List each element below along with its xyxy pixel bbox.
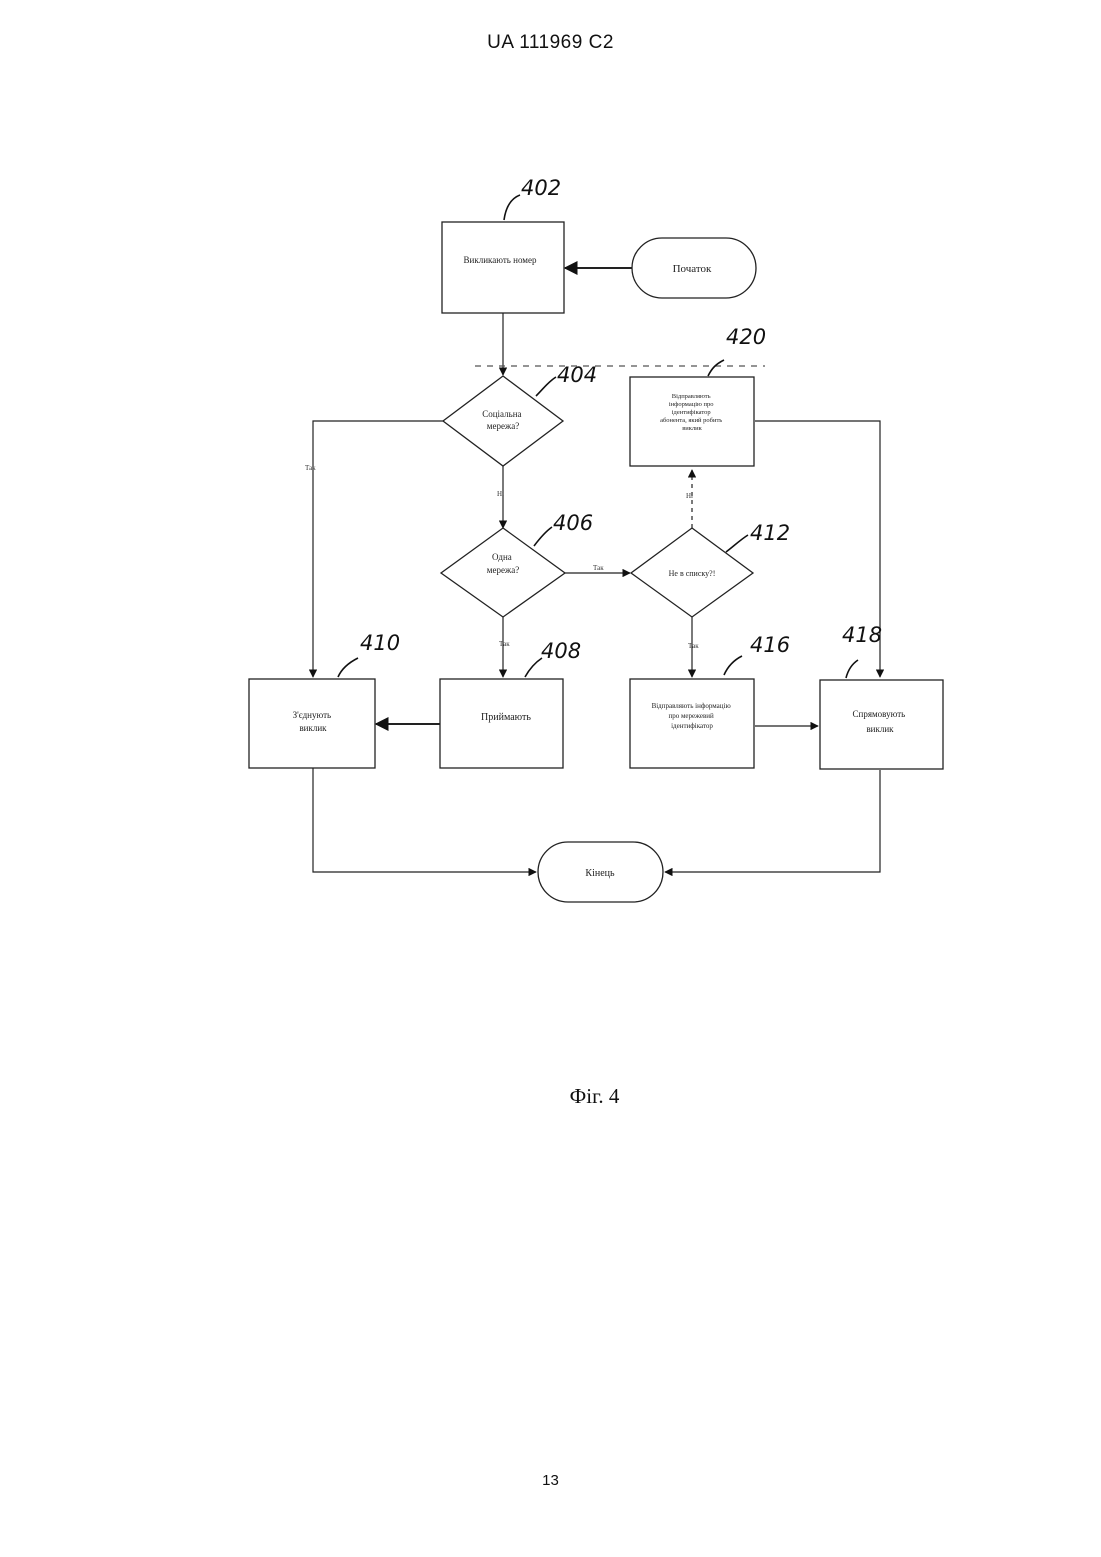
leader-406 bbox=[534, 527, 552, 546]
page-number: 13 bbox=[0, 1472, 1101, 1489]
leader-408 bbox=[525, 658, 542, 677]
nodes bbox=[249, 222, 943, 902]
edge-label-406-right: Так bbox=[593, 564, 604, 572]
leader-416 bbox=[724, 656, 742, 675]
leader-410 bbox=[338, 658, 358, 677]
edge-label-404-no: Ні bbox=[497, 490, 504, 498]
ref-416: 416 bbox=[750, 633, 790, 657]
ref-418: 418 bbox=[842, 623, 882, 647]
edge-418-to-end bbox=[665, 770, 880, 872]
process-402-box bbox=[442, 222, 564, 313]
ref-420: 420 bbox=[726, 325, 766, 349]
edge-410-to-end bbox=[313, 768, 536, 872]
leader-404 bbox=[536, 377, 556, 396]
leader-418 bbox=[846, 660, 858, 678]
node-402-label: Викликають номер bbox=[464, 255, 537, 265]
leader-402 bbox=[504, 195, 520, 220]
ref-410: 410 bbox=[360, 631, 400, 655]
edge-label-412-up: Ні bbox=[686, 492, 693, 500]
node-412-label: Не в списку?! bbox=[669, 569, 716, 578]
ref-404: 404 bbox=[557, 363, 597, 387]
process-408-box bbox=[440, 679, 563, 768]
start-label: Початок bbox=[673, 263, 712, 275]
figure-caption: Фіг. 4 bbox=[0, 1084, 1101, 1109]
edge-label-404-yes: Так bbox=[305, 464, 316, 472]
end-label: Кінець bbox=[585, 868, 615, 879]
leader-412 bbox=[726, 535, 748, 552]
ref-406: 406 bbox=[553, 511, 593, 535]
leader-420 bbox=[708, 360, 724, 376]
node-408-label: Приймають bbox=[481, 712, 531, 723]
reference-numerals: 402 404 406 412 420 410 408 416 418 bbox=[338, 176, 882, 678]
edge-label-412-down: Так bbox=[688, 642, 699, 650]
ref-412: 412 bbox=[750, 521, 790, 545]
ref-408: 408 bbox=[541, 639, 581, 663]
ref-402: 402 bbox=[521, 176, 561, 200]
edge-label-406-down: Так bbox=[499, 640, 510, 648]
